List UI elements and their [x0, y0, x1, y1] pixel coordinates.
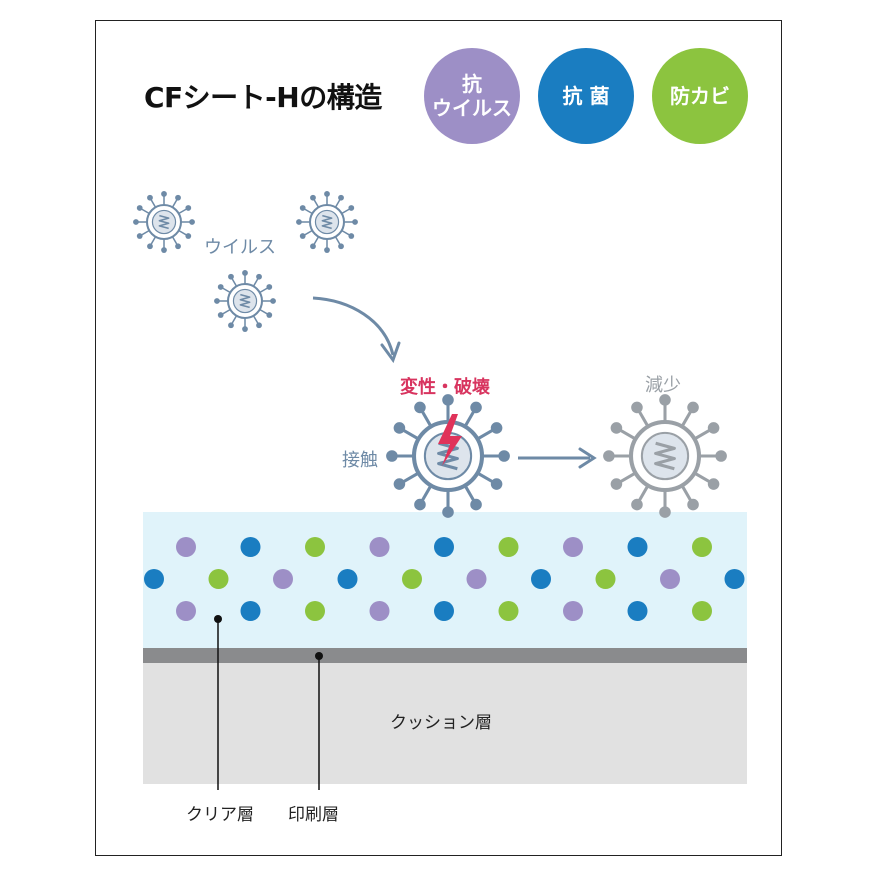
- particle-dot: [176, 601, 196, 621]
- reduce-label: 減少: [645, 375, 681, 396]
- particle-dot: [434, 601, 454, 621]
- particle-dot: [305, 601, 325, 621]
- badge-antimold-label: 防カビ: [670, 84, 730, 108]
- particle-dot: [627, 537, 648, 557]
- straight-arrow-head: [578, 447, 597, 469]
- particle-dot: [563, 601, 583, 621]
- cushion-layer: [143, 663, 747, 784]
- particle-dot: [531, 569, 551, 589]
- virus-contact-icon: [386, 394, 510, 518]
- badge-antiviral-label: 抗 ウイルス: [432, 72, 512, 120]
- particle-dot: [660, 569, 680, 589]
- print-layer: [143, 648, 747, 663]
- particle-dot: [240, 537, 261, 557]
- contact-label: 接触: [342, 450, 378, 471]
- curved-arrow: [312, 296, 395, 356]
- virus-reduced-icon: [603, 394, 727, 518]
- diagram-frame: [95, 20, 782, 856]
- virus-icon-1: [133, 191, 195, 253]
- particle-dot: [144, 569, 164, 589]
- particle-dot: [369, 537, 390, 557]
- particle-dot: [498, 601, 519, 621]
- badge-antiviral: 抗 ウイルス: [424, 48, 520, 144]
- clear-layer-label: クリア層: [186, 805, 254, 825]
- badge-antibacterial-label: 抗 菌: [562, 84, 610, 108]
- particle-dot: [434, 537, 454, 557]
- page-title: CFシート-Hの構造: [144, 81, 382, 114]
- virus-label: ウイルス: [204, 237, 276, 258]
- particle-dot: [724, 569, 745, 589]
- badge-antibacterial: 抗 菌: [538, 48, 634, 144]
- particle-dot: [305, 537, 325, 557]
- virus-icon-2: [296, 191, 358, 253]
- particle-dot: [208, 569, 229, 589]
- lightning-icon: [438, 414, 462, 466]
- print-layer-label: 印刷層: [288, 805, 339, 825]
- clear-layer: [143, 512, 747, 648]
- particle-dot: [466, 569, 487, 589]
- curved-arrow-head: [380, 341, 401, 364]
- particle-dot: [563, 537, 583, 557]
- particle-dot: [337, 569, 358, 589]
- particle-dot: [369, 601, 390, 621]
- badge-antimold: 防カビ: [652, 48, 748, 144]
- particle-dot: [240, 601, 261, 621]
- particle-dot: [692, 537, 712, 557]
- particle-dot: [498, 537, 519, 557]
- particle-dot: [627, 601, 648, 621]
- particle-dot: [176, 537, 196, 557]
- particle-dot: [402, 569, 422, 589]
- particle-dot: [692, 601, 712, 621]
- particle-dot: [595, 569, 616, 589]
- particle-dot: [273, 569, 293, 589]
- denature-label: 変性・破壊: [400, 377, 490, 398]
- cushion-layer-label: クッション層: [390, 713, 492, 733]
- virus-icon-3: [214, 270, 276, 332]
